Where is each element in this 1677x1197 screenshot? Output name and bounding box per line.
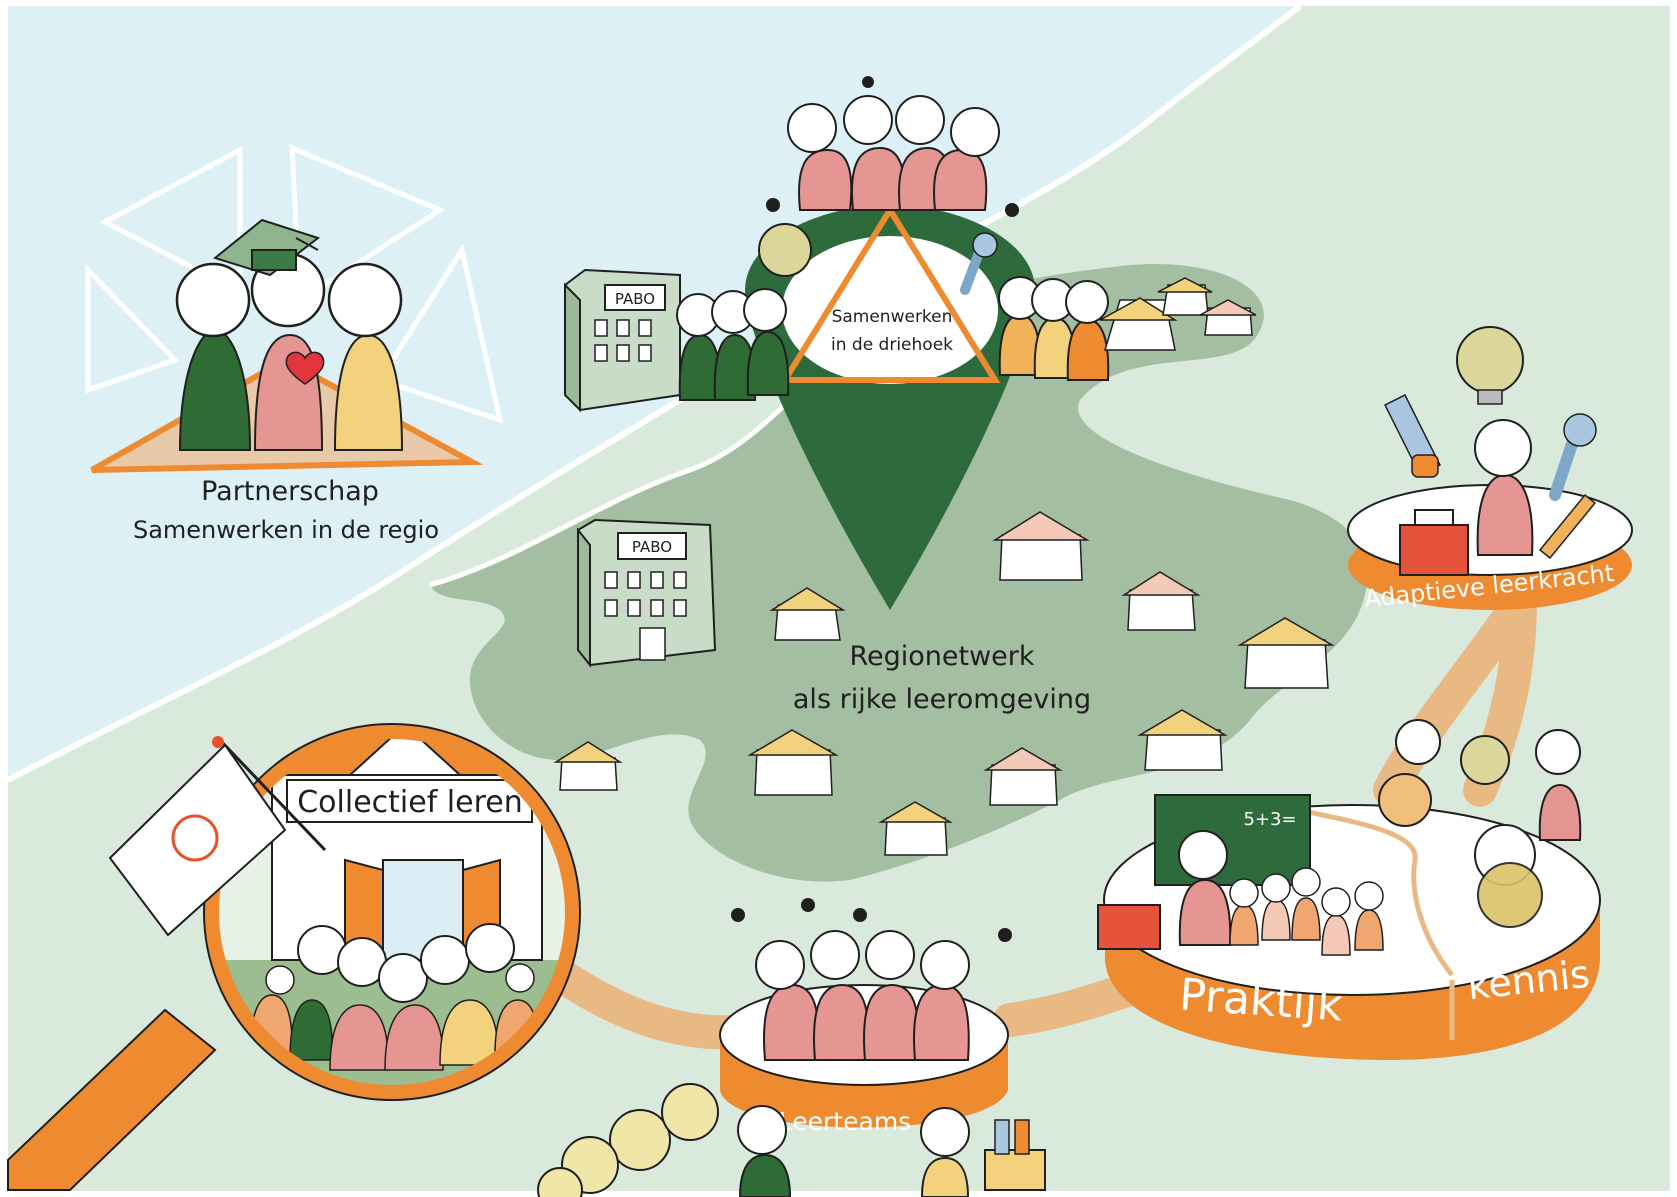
lightbulb-icon bbox=[1456, 326, 1524, 405]
partnership-title: Partnerschap bbox=[201, 476, 379, 507]
knowledge-figures bbox=[1378, 719, 1582, 928]
wrench-icon bbox=[960, 232, 998, 295]
pabo-building-middle: PABO bbox=[576, 518, 717, 668]
pink-figures-group-top bbox=[766, 76, 1019, 217]
houses-region-network bbox=[553, 511, 1335, 856]
chalkboard bbox=[1154, 794, 1311, 886]
lightbulb-icon bbox=[1460, 735, 1510, 785]
bottom-lightbulbs bbox=[537, 1083, 719, 1197]
ruler-icon bbox=[1538, 493, 1597, 560]
lightbulb-icon bbox=[609, 1109, 671, 1171]
toolbox-icon bbox=[1097, 904, 1161, 950]
lightbulb-icon bbox=[661, 1083, 719, 1141]
adaptive-teacher-group: Adaptieve leerkracht bbox=[1347, 326, 1633, 613]
pin-inner-circle bbox=[782, 236, 998, 384]
network-label-line2: als rijke leeromgeving bbox=[793, 684, 1091, 715]
triangle-label-line1: Samenwerken bbox=[832, 307, 953, 327]
toolbox-icon bbox=[1399, 509, 1469, 576]
partnership-group: Partnerschap Samenwerken in de regio bbox=[90, 218, 484, 544]
houses-upper-right bbox=[1099, 277, 1257, 351]
orange-figures-group bbox=[960, 232, 1110, 381]
partnership-subtitle: Samenwerken in de regio bbox=[133, 516, 439, 544]
lightbulb-icon bbox=[1477, 862, 1543, 928]
platform-divider bbox=[1299, 807, 1454, 977]
collaboration-pin: Samenwerken in de driehoek bbox=[745, 204, 1035, 610]
lightbulb-icon bbox=[537, 1167, 583, 1197]
decorative-envelope-shapes bbox=[85, 144, 504, 424]
collective-label: Collectief leren bbox=[297, 785, 523, 820]
heart-icon bbox=[285, 351, 325, 385]
triangle-label-line2: in de driehoek bbox=[831, 335, 953, 355]
green-figures-group bbox=[676, 223, 812, 401]
leerteams-label: Leerteams bbox=[779, 1107, 911, 1136]
saw-icon bbox=[1383, 393, 1442, 478]
learning-path bbox=[523, 583, 1537, 1050]
flag-icon bbox=[108, 736, 327, 937]
magnifier-rim bbox=[205, 725, 579, 1099]
practice-label: Praktijk bbox=[1178, 969, 1345, 1031]
pabo-sign-middle: PABO bbox=[632, 538, 672, 556]
practice-knowledge-platform: 5+3= Praktijk kennis bbox=[1097, 719, 1601, 1060]
triangle-frame bbox=[779, 204, 1001, 383]
learning-teams-group: Leerteams bbox=[719, 898, 1012, 1136]
network-label-line1: Regionetwerk bbox=[849, 641, 1034, 672]
lightbulb-icon bbox=[1378, 773, 1432, 827]
graduation-cap-icon bbox=[212, 218, 321, 277]
pabo-sign-top: PABO bbox=[615, 290, 655, 308]
chalkboard-text: 5+3= bbox=[1243, 809, 1296, 830]
toolbox-icon bbox=[984, 1119, 1046, 1191]
lightbulb-icon bbox=[758, 223, 812, 277]
pupils bbox=[1229, 867, 1384, 956]
green-figure-head bbox=[175, 262, 251, 338]
magnifier-handle bbox=[7, 1008, 217, 1191]
bottom-figures bbox=[737, 1105, 1046, 1197]
wrench-icon bbox=[1549, 413, 1597, 501]
pabo-building-top: PABO bbox=[563, 268, 681, 413]
yellow-figure-head bbox=[327, 262, 403, 338]
